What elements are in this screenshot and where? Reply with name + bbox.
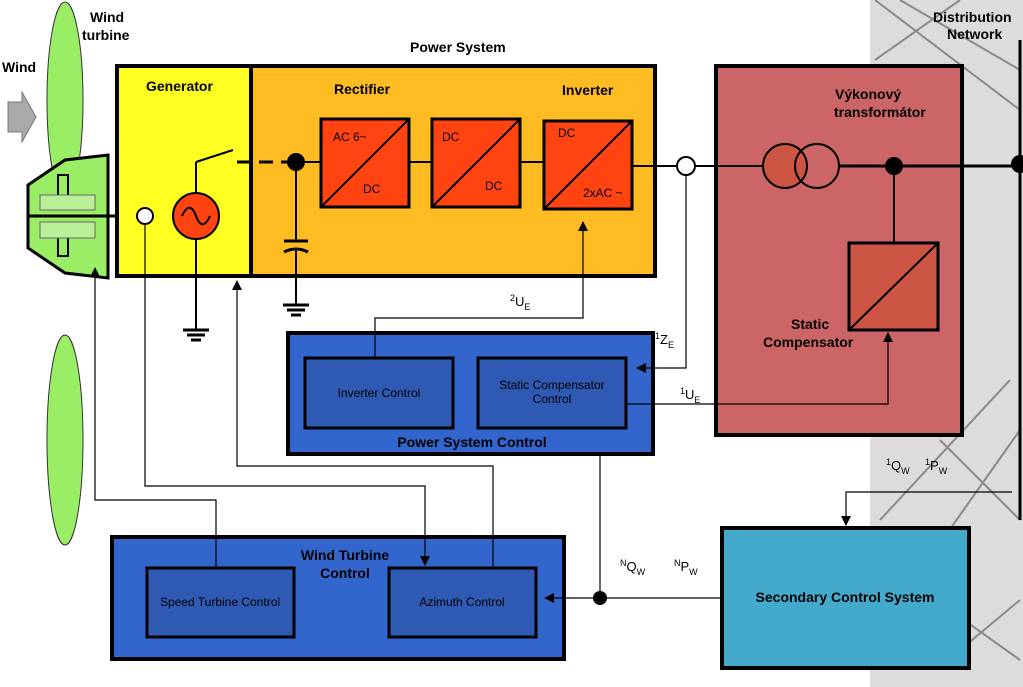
blade-bottom [46, 334, 84, 546]
static-comp-control-label-1: Static Compensator [499, 378, 604, 392]
distribution-label-2: Network [947, 26, 1002, 42]
nacelle-shape [39, 194, 96, 239]
signal-ue2: 2UE [510, 293, 530, 312]
static-comp-label-2: Compensator [763, 334, 854, 350]
static-comp-control-label-2: Control [533, 392, 572, 406]
dcdc-in-label: DC [442, 130, 460, 144]
line-azimuth-to-generator [232, 280, 494, 568]
inverter-block: DC 2xAC ~ [542, 119, 634, 211]
power-system-control-label: Power System Control [397, 434, 546, 450]
transformer-coil-1 [762, 143, 808, 189]
line-ue1 [626, 332, 893, 405]
inv-dc-label: DC [558, 126, 576, 140]
static-comp-label-1: Static [791, 316, 829, 332]
line-inverter-control [374, 221, 588, 358]
wind-turbine-control-label-2: Control [320, 565, 370, 581]
secondary-control-label: Secondary Control System [756, 589, 935, 605]
line-shaft-to-azimuth [144, 225, 430, 566]
measurement-point-output [676, 156, 696, 176]
inverter-label: Inverter [562, 82, 614, 98]
transformer-label-2: transformátor [834, 104, 926, 120]
dcdc-block: DC DC [430, 117, 522, 209]
signal-ue1: 1UE [680, 386, 700, 405]
sine-icon [181, 206, 211, 226]
signal-qw1: 1QW [886, 457, 910, 476]
measurement-point-shaft [136, 207, 154, 225]
wind-arrow [7, 90, 37, 144]
line-ze1 [636, 175, 687, 373]
static-comp-control-box [476, 356, 628, 430]
line-speed-to-turbine [90, 267, 217, 568]
transformer-label-1: Výkonový [835, 86, 901, 102]
hub-top [57, 174, 69, 198]
signal-lines [90, 175, 1012, 603]
speed-turbine-control-label: Speed Turbine Control [160, 595, 280, 609]
ground-icon-2 [283, 303, 309, 317]
line-network-to-secondary [841, 491, 1012, 526]
speed-turbine-control-box [145, 566, 296, 639]
distribution-label-1: Distribution [933, 9, 1012, 25]
wind-label: Wind [2, 59, 36, 75]
static-compensator-block [847, 241, 940, 332]
signal-pwn: NPW [674, 558, 698, 577]
wind-turbine-control-label-1: Wind Turbine [301, 547, 389, 563]
generator-label: Generator [146, 78, 213, 94]
secondary-control-box [720, 526, 971, 670]
wind-turbine-label-1: Wind [90, 9, 124, 25]
junction-psc [593, 591, 607, 605]
inverter-control-label: Inverter Control [338, 386, 421, 400]
ground-icon-1 [183, 328, 209, 342]
signal-qwn: NQW [620, 558, 646, 577]
rect-ac-label: AC 6~ [333, 130, 367, 144]
switch-contact [195, 149, 234, 163]
signal-ze1: 1ZE [655, 331, 674, 350]
wind-turbine-label-2: turbine [82, 27, 130, 43]
rect-dc-label: DC [363, 182, 381, 196]
signal-pw1: 1PW [925, 457, 948, 476]
generator-box [115, 64, 253, 278]
rectifier-block: AC 6~ DC [319, 117, 411, 209]
dcdc-out-label: DC [485, 179, 503, 193]
inv-ac-label: 2xAC ~ [583, 186, 623, 200]
rectifier-label: Rectifier [334, 81, 391, 97]
inverter-control-box [303, 356, 455, 430]
capacitor-plate-2 [283, 247, 309, 254]
power-system-label: Power System [410, 39, 506, 55]
azimuth-control-label: Azimuth Control [419, 595, 504, 609]
azimuth-control-box [387, 566, 538, 639]
